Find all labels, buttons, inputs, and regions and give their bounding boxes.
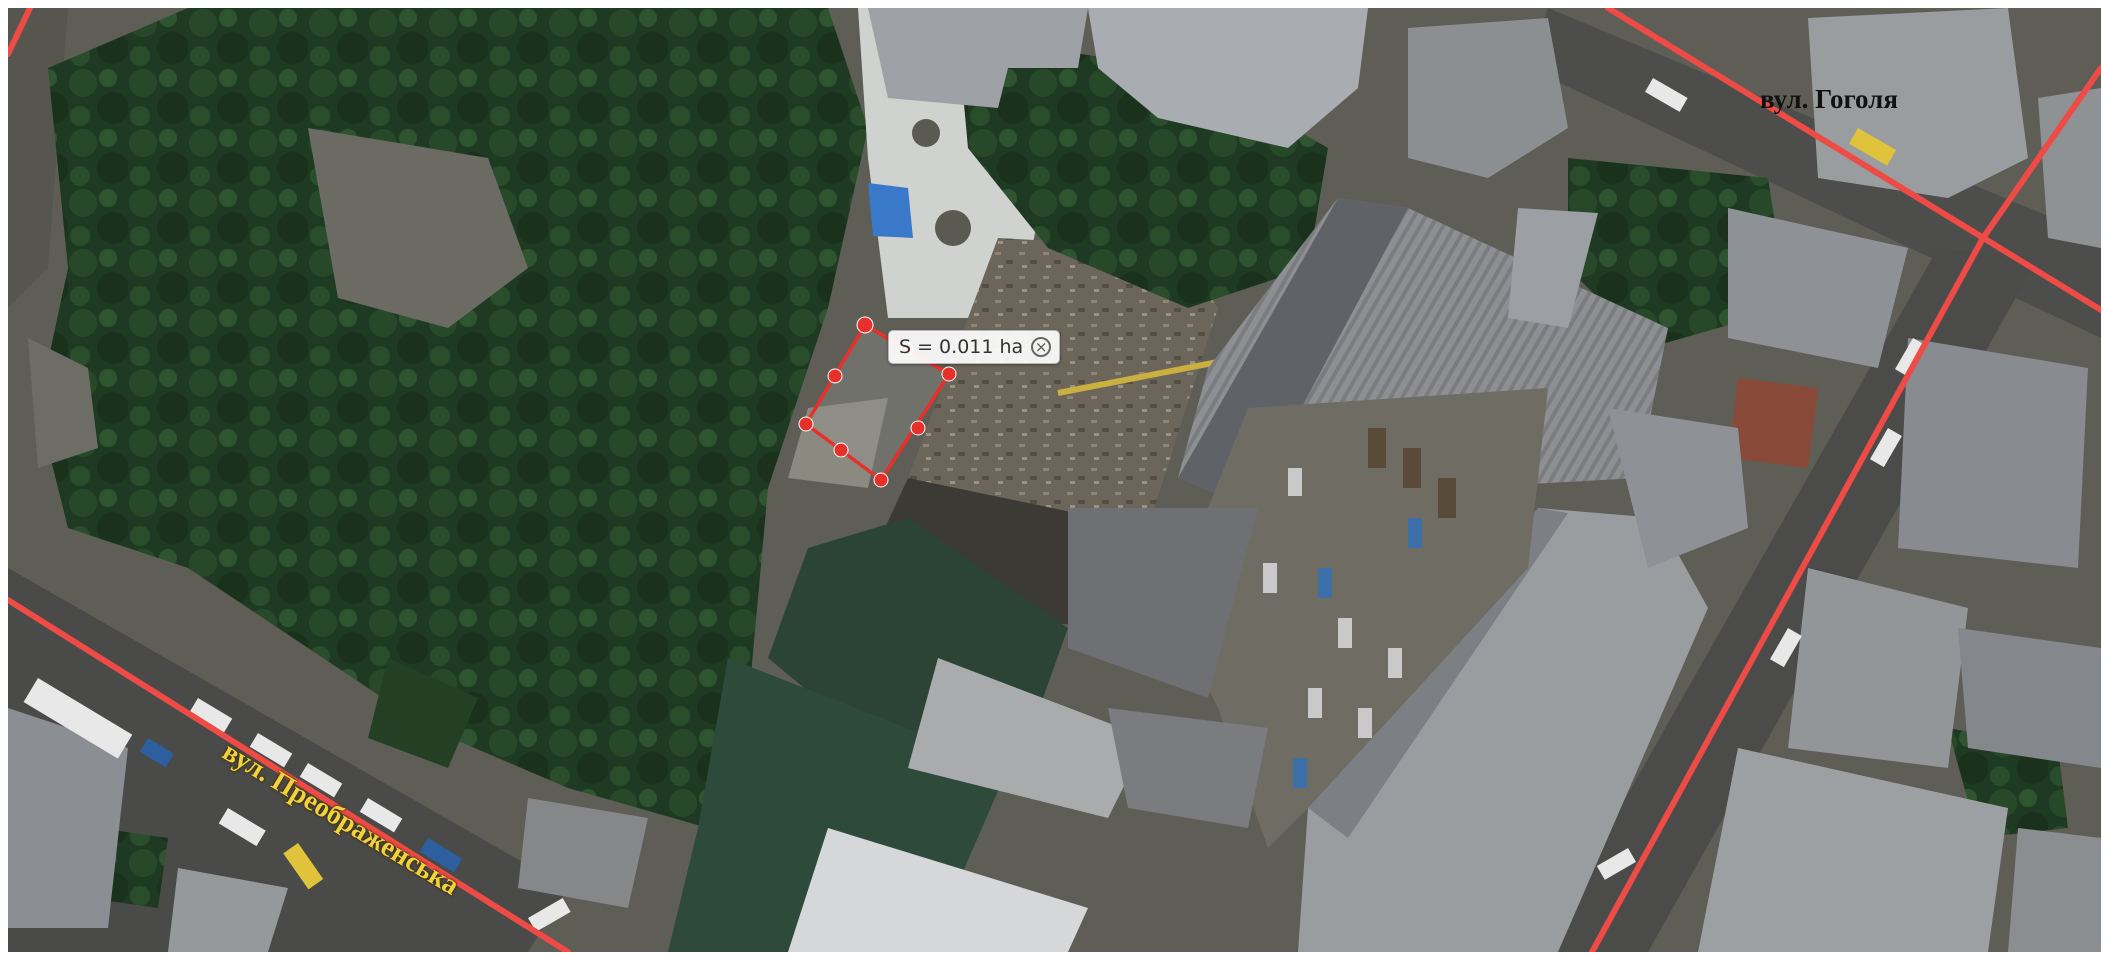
close-icon[interactable]: × [1031,337,1052,357]
street-label-gogolia: вул. Гоголя [1760,84,1898,114]
area-measurement-label: S = 0.011 ha [899,336,1024,358]
street-lines [8,8,2101,952]
area-measurement-tooltip: S = 0.011 ha × [888,330,1061,364]
satellite-map[interactable]: вул. Гоголя вул. Преображенська S = 0.01… [8,8,2101,952]
map-imagery [8,8,2101,952]
